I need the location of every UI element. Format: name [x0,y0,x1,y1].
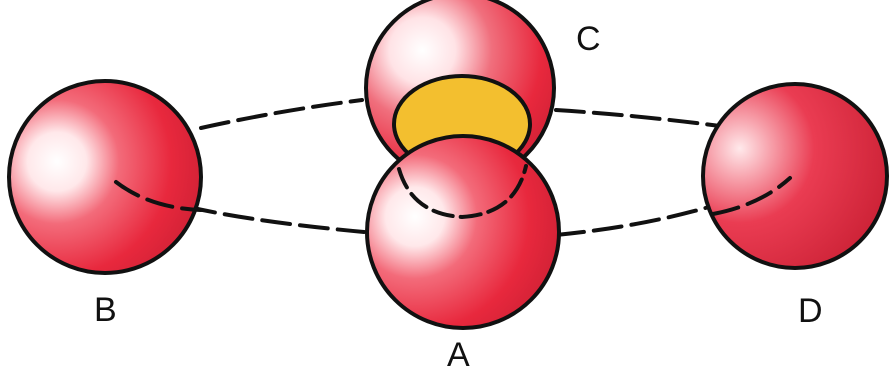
dash-connector-c-d [556,110,720,126]
dash-connector-b-c [201,100,362,128]
label-a: A [447,338,470,372]
sphere-d [703,84,887,268]
sphere-b [9,81,201,273]
label-b: B [94,293,117,327]
sphere-a [367,136,559,328]
label-d: D [798,294,823,328]
label-c: C [576,22,601,56]
